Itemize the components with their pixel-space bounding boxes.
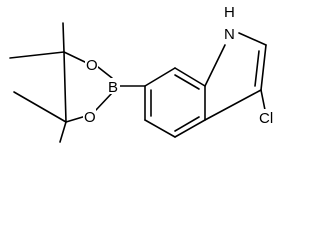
bond-c7-c7a-inner xyxy=(174,74,200,90)
nitrogen-label: N xyxy=(224,26,235,43)
methyl-top xyxy=(62,22,65,53)
oxygen-bottom-label: O xyxy=(84,109,96,126)
pinacol-methyls xyxy=(9,22,67,143)
bond-c3-cl xyxy=(260,89,266,111)
benzene-ring xyxy=(144,67,206,138)
chlorine-label: Cl xyxy=(259,110,273,127)
bond-c6-c7 xyxy=(144,67,176,87)
bond-b-o-bottom xyxy=(95,92,113,111)
bond-c3-c3a xyxy=(204,89,262,121)
bond-c3a-c4 xyxy=(174,119,206,138)
oxygen-top-label: O xyxy=(86,57,98,74)
bond-o-top-b xyxy=(97,66,113,79)
bond-c2-c3 xyxy=(260,44,267,91)
hydrogen-label: H xyxy=(224,4,235,21)
bond-c3a-c4-inner xyxy=(174,116,200,132)
bond-n1-c2 xyxy=(238,32,267,46)
bond-c4-c5 xyxy=(144,119,176,138)
pyrrole-ring xyxy=(204,32,267,121)
bond-o-bottom-c5a xyxy=(65,115,87,123)
methyl-bottom xyxy=(59,121,67,143)
methyl-lower-left xyxy=(13,91,67,123)
molecule-drawing: O B O N H Cl xyxy=(9,4,278,143)
boron-label: B xyxy=(108,79,118,96)
atom-labels: O B O N H Cl xyxy=(83,4,278,127)
bond-c7a-n1 xyxy=(204,44,226,87)
dioxaborolane-ring xyxy=(63,51,113,123)
bond-c7-c7a xyxy=(174,67,206,87)
methyl-upper-left xyxy=(9,51,65,59)
bond-c4a-o-top xyxy=(63,51,88,64)
bond-c2-c3-inner xyxy=(254,50,260,87)
structure-diagram: O B O N H Cl xyxy=(9,4,278,143)
bond-c4a-c5a xyxy=(63,51,67,123)
